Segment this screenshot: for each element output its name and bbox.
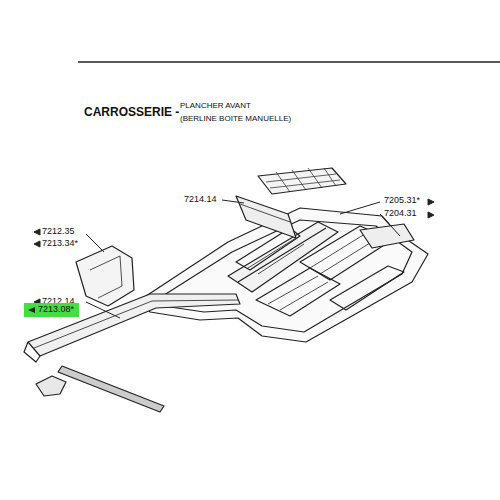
arrow-symbol (26, 305, 38, 315)
crossmember (360, 224, 414, 248)
bracket (36, 376, 66, 396)
rocker-strip (58, 366, 164, 412)
floor-panel (330, 266, 404, 310)
subtitle: (BERLINE BOITE MANUELLE) (180, 115, 291, 124)
part-number: 7212.35 (42, 227, 75, 237)
sill-edge (34, 300, 238, 348)
leader-line (86, 302, 120, 318)
sill-end (24, 342, 40, 362)
part-number: 7205.31* (384, 196, 420, 206)
subtitle: PLANCHER AVANT (180, 102, 251, 111)
leader-line (340, 202, 380, 214)
arrow-symbol (428, 212, 434, 218)
part-number: 7213.08* (38, 305, 75, 315)
part-number: 7214.14 (184, 195, 217, 205)
crossmember (236, 196, 296, 238)
part-number: 7204.31 (384, 209, 417, 219)
crossmember-edge (240, 204, 290, 222)
header-rule (78, 61, 500, 63)
seat-mount (258, 168, 346, 194)
floor-panel (256, 268, 340, 316)
arrow-symbol (34, 241, 40, 247)
side-panel (76, 246, 134, 306)
highlight-box: 7213.08* (24, 303, 79, 317)
arrow-symbol (428, 199, 434, 205)
part-number: 7213.34* (42, 239, 78, 249)
leader-line (222, 200, 244, 203)
arrow-symbol (34, 229, 40, 235)
floor-ribs (248, 232, 378, 310)
leader-line (86, 234, 104, 252)
title: CARROSSERIE - (84, 106, 179, 119)
side-panel-edge (90, 256, 122, 298)
seat-mount-ribs (266, 168, 340, 192)
